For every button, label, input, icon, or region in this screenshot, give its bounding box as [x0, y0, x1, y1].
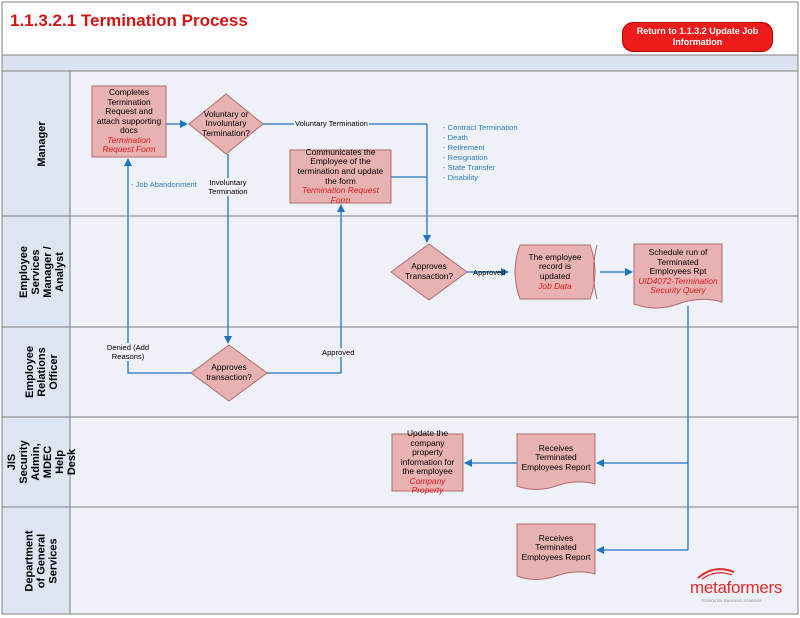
return-button[interactable]: Return to 1.1.3.2 Update Job Information	[622, 22, 773, 52]
lane-header-column	[1, 70, 71, 615]
label-voluntary: Voluntary Termination	[294, 119, 369, 128]
update-property-text: Update the company property information …	[400, 427, 455, 496]
voluntary-decision-text: Voluntary or Involuntary Termination?	[202, 108, 250, 138]
employee-record-text: The employee record is updated Job Data	[528, 251, 582, 291]
schedule-report-text: Schedule run of Terminated Employees Rpt…	[638, 247, 718, 296]
lane-ero	[1, 326, 799, 418]
lane-label-ero: Employee Relations Officer	[24, 346, 60, 398]
logo-tagline: Enterprise Business Solutions	[702, 598, 762, 603]
page-title: 1.1.3.2.1 Termination Process	[10, 11, 248, 30]
communicates-box	[289, 149, 392, 204]
completes-request-text: Completes Termination Request and attach…	[96, 86, 162, 155]
esm-approves-text: Approves Transaction?	[404, 261, 454, 281]
communicates-text: Communicates the Employee of the termina…	[297, 146, 384, 205]
connectors	[124, 120, 689, 554]
label-job-abandonment: - Job Abandonment	[131, 180, 197, 189]
dgs-receives-document	[516, 523, 596, 580]
label-approved-ero: Approved	[322, 348, 355, 357]
arrow-approved-to-communicates	[267, 204, 345, 374]
employee-record-storage	[514, 244, 596, 300]
logo-swoosh-icon	[697, 568, 735, 580]
lane-label-manager: Manager	[36, 120, 48, 167]
label-denied: Denied (Add Reasons)	[102, 343, 154, 361]
arrow-denied-to-completes	[124, 158, 191, 374]
dgs-receives-text: Receives Terminated Employees Report	[521, 532, 591, 562]
header-band	[1, 54, 799, 72]
logo-wordmark: metaformers	[690, 578, 783, 597]
lane-label-dgs: Department of General Services	[24, 529, 60, 592]
update-property-box	[391, 433, 464, 492]
jis-receives-text: Receives Terminated Employees Report	[521, 442, 591, 472]
lane-label-esm: Employee Services Manager / Analyst	[18, 245, 66, 298]
voluntary-decision-diamond	[188, 93, 264, 155]
esm-approves-diamond	[390, 243, 468, 301]
completes-request-box	[91, 85, 167, 158]
metaformers-logo: metaformers Enterprise Business Solution…	[690, 566, 782, 610]
label-approved-esm: Approved	[473, 268, 506, 277]
ero-approves-diamond	[190, 344, 268, 402]
lane-label-jis: JIS Security Admin, MDEC Help Desk	[6, 440, 78, 484]
ero-approves-text: Approves transaction?	[206, 362, 252, 382]
jis-receives-document	[516, 433, 596, 490]
schedule-report-document	[633, 243, 723, 309]
label-involuntary: Involuntary Termination	[200, 178, 256, 196]
lane-dgs	[1, 506, 799, 615]
voluntary-reasons-list: - Contract Termination - Death - Retirem…	[443, 123, 518, 182]
